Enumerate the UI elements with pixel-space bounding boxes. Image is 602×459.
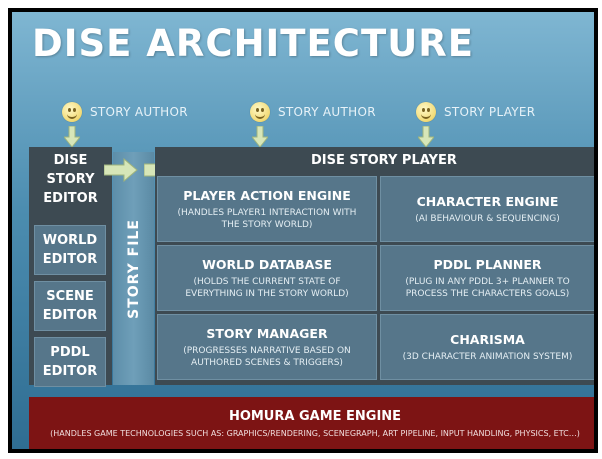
world-database-box: WORLD DATABASE (HOLDS THE CURRENT STATE … <box>157 245 377 311</box>
down-arrow-icon <box>252 126 268 148</box>
slide-panel: DISE ARCHITECTURE STORY AUTHOR STORY AUT… <box>12 12 594 449</box>
actor-label: STORY AUTHOR <box>90 105 188 119</box>
actor-story-author-2: STORY AUTHOR <box>250 102 376 122</box>
story-manager-box: STORY MANAGER (PROGRESSES NARRATIVE BASE… <box>157 314 377 380</box>
homura-game-engine-bar: HOMURA GAME ENGINE (HANDLES GAME TECHNOL… <box>29 397 594 449</box>
world-editor-box: WORLD EDITOR <box>34 225 106 275</box>
charisma-box: CHARISMA (3D CHARACTER ANIMATION SYSTEM) <box>380 314 594 380</box>
right-arrow-icon <box>104 158 138 182</box>
actor-label: STORY PLAYER <box>444 105 536 119</box>
scene-editor-box: SCENE EDITOR <box>34 281 106 331</box>
actor-story-player: STORY PLAYER <box>416 102 535 122</box>
component-desc: (PLUG IN ANY PDDL 3+ PLANNER TO PROCESS … <box>405 276 570 299</box>
smiley-face-icon <box>62 102 82 122</box>
player-action-engine-box: PLAYER ACTION ENGINE (HANDLES PLAYER1 IN… <box>157 176 377 242</box>
actor-story-author-1: STORY AUTHOR <box>62 102 188 122</box>
pddl-editor-box: PDDL EDITOR <box>34 337 106 387</box>
component-desc: (HANDLES PLAYER1 INTERACTION WITH THE ST… <box>177 207 357 230</box>
down-arrow-icon <box>418 126 434 148</box>
slide-frame: DISE ARCHITECTURE STORY AUTHOR STORY AUT… <box>8 8 598 453</box>
component-desc: (AI BEHAVIOUR & SEQUENCING) <box>415 213 560 224</box>
story-file-label: STORY FILE <box>125 218 142 319</box>
component-name: PDDL PLANNER <box>433 256 542 272</box>
engine-desc: (HANDLES GAME TECHNOLOGIES SUCH AS: GRAP… <box>50 428 580 438</box>
component-name: PLAYER ACTION ENGINE <box>183 187 351 203</box>
smiley-face-icon <box>250 102 270 122</box>
component-desc: (PROGRESSES NARRATIVE BASED ON AUTHORED … <box>183 345 351 368</box>
pddl-planner-box: PDDL PLANNER (PLUG IN ANY PDDL 3+ PLANNE… <box>380 245 594 311</box>
smiley-face-icon <box>416 102 436 122</box>
component-name: STORY MANAGER <box>206 325 328 341</box>
actor-label: STORY AUTHOR <box>278 105 376 119</box>
story-player-panel: DISE STORY PLAYER PLAYER ACTION ENGINE (… <box>155 147 594 385</box>
component-desc: (HOLDS THE CURRENT STATE OF EVERYTHING I… <box>185 276 349 299</box>
story-editor-panel: DISE STORY EDITOR WORLD EDITOR SCENE EDI… <box>29 147 112 387</box>
slide-title: DISE ARCHITECTURE <box>32 22 475 65</box>
component-name: CHARACTER ENGINE <box>416 193 559 209</box>
engine-name: HOMURA GAME ENGINE <box>228 408 402 424</box>
component-name: WORLD DATABASE <box>202 256 332 272</box>
story-file-bar: STORY FILE <box>113 152 154 385</box>
editor-title: DISE STORY EDITOR <box>43 153 98 206</box>
component-name: CHARISMA <box>450 331 525 347</box>
character-engine-box: CHARACTER ENGINE (AI BEHAVIOUR & SEQUENC… <box>380 176 594 242</box>
story-player-title: DISE STORY PLAYER <box>311 153 457 168</box>
component-desc: (3D CHARACTER ANIMATION SYSTEM) <box>402 351 573 362</box>
down-arrow-icon <box>64 126 80 148</box>
